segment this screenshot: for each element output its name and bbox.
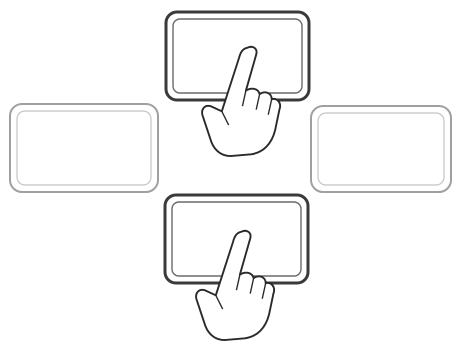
button-right[interactable] <box>311 106 451 192</box>
button-left[interactable] <box>10 104 158 192</box>
